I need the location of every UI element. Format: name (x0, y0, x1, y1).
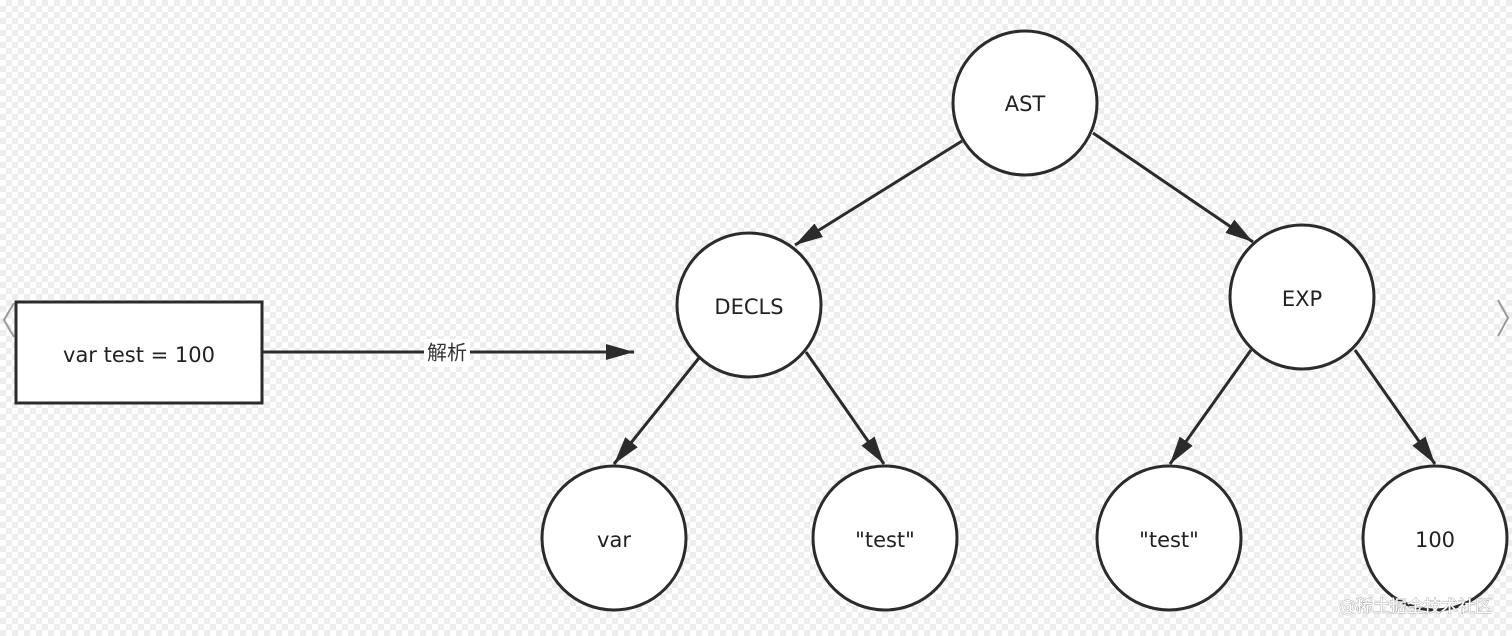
leaf-100-label: 100 (1415, 528, 1455, 552)
leaf-var: var (540, 464, 688, 612)
source-code-box: var test = 100 (14, 300, 264, 405)
edge-decls-test (804, 351, 886, 465)
edge-ast-exp (1092, 131, 1254, 244)
leaf-decl-test-label: "test" (855, 528, 915, 552)
node-exp-label: EXP (1282, 287, 1322, 311)
chevron-left-icon[interactable] (2, 302, 15, 338)
leaf-decl-test: "test" (811, 464, 959, 612)
leaf-exp-test-label: "test" (1139, 528, 1199, 552)
node-ast-label: AST (1005, 92, 1046, 116)
parse-arrow-label: 解析 (427, 341, 467, 365)
parse-arrow-label-bg (424, 339, 470, 367)
edge-decls-var (612, 357, 701, 465)
chevron-right-icon[interactable] (1497, 299, 1510, 337)
node-decls-label: DECLS (714, 295, 783, 319)
node-decls: DECLS (675, 231, 823, 379)
leaf-var-label: var (597, 528, 631, 552)
source-code-text: var test = 100 (63, 343, 215, 367)
edge-exp-test (1168, 349, 1253, 465)
leaf-exp-test: "test" (1095, 464, 1243, 612)
node-exp: EXP (1228, 223, 1376, 371)
watermark: @稀土掘金技术社区 (1339, 597, 1492, 617)
node-ast: AST (951, 29, 1099, 177)
parse-arrow: 解析 (262, 339, 634, 367)
edge-exp-100 (1353, 349, 1437, 465)
tree-edges (612, 131, 1437, 465)
leaf-100: 100 (1361, 464, 1509, 612)
edge-ast-decls (794, 139, 963, 247)
